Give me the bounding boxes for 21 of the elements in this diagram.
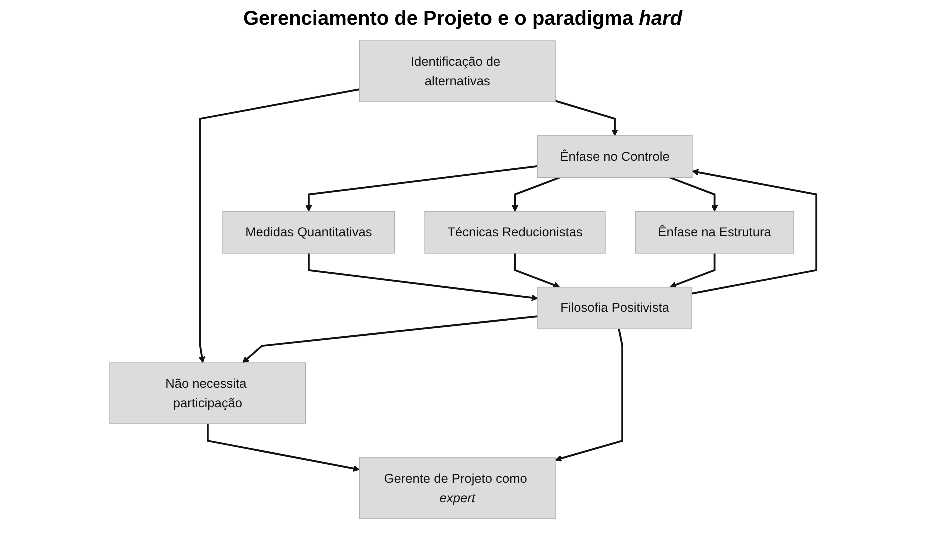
arrow	[554, 100, 618, 136]
node-box: Técnicas Reducionistas	[424, 211, 606, 254]
node-box: Medidas Quantitativas	[222, 211, 395, 254]
arrow	[669, 176, 718, 212]
arrow	[305, 165, 538, 212]
arrow	[514, 253, 560, 288]
node-box: Gerente de Projeto como expert	[359, 458, 556, 520]
arrow	[692, 169, 818, 295]
arrow	[308, 253, 538, 302]
arrow	[670, 253, 716, 288]
diagram-title: Gerenciamento de Projeto e o paradigma hard	[242, 8, 684, 31]
node-box: Não necessita participação	[109, 362, 306, 424]
node-box: Filosofia Positivista	[537, 286, 692, 330]
node-box: Ênfase na Estrutura	[634, 211, 794, 254]
arrow	[206, 424, 360, 472]
node-box: Ênfase no Controle	[536, 136, 692, 178]
arrow	[554, 328, 624, 462]
node-box: Identificação de alternativas	[359, 40, 556, 102]
arrow	[512, 176, 560, 212]
arrow	[198, 88, 360, 364]
arrow	[242, 316, 538, 364]
